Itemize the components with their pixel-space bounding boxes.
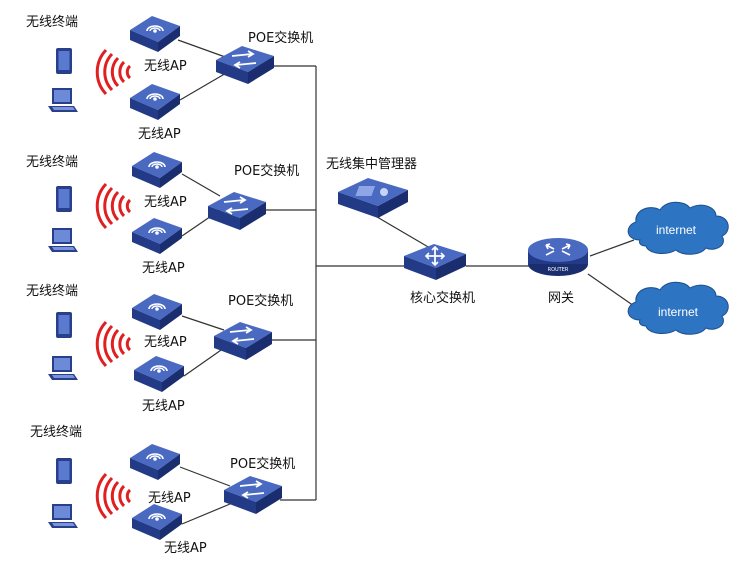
controller-label: 无线集中管理器 bbox=[326, 156, 417, 172]
ap-bottom-icon bbox=[129, 83, 181, 121]
cloud-label: internet bbox=[658, 305, 699, 319]
router-badge: ROUTER bbox=[548, 267, 569, 273]
tablet-icon bbox=[56, 186, 72, 212]
ap-bottom-icon bbox=[133, 355, 185, 393]
laptop-icon bbox=[48, 228, 78, 252]
wireless-controller: 无线集中管理器 bbox=[326, 156, 417, 218]
links bbox=[177, 39, 635, 525]
ap-top-label: 无线AP bbox=[144, 195, 187, 210]
poe-switch-icon bbox=[207, 191, 267, 231]
wireless-group-2: 无线终端 无线AP 无线AP POE交换机 bbox=[26, 151, 299, 276]
cloud-label: internet bbox=[656, 223, 697, 237]
wireless-group-1: 无线终端 无线AP 无线AP POE交换机 bbox=[26, 14, 313, 142]
laptop-icon bbox=[48, 88, 78, 112]
ap-top-label: 无线AP bbox=[144, 59, 187, 74]
wireless-signal-icon bbox=[95, 472, 132, 520]
ap-top-icon bbox=[131, 151, 183, 189]
internet-cloud-1: internet bbox=[627, 201, 729, 255]
cloud-icon bbox=[627, 201, 729, 255]
terminal-label: 无线终端 bbox=[26, 14, 78, 30]
tablet-icon bbox=[56, 48, 72, 74]
poe-switch-label: POE交换机 bbox=[234, 163, 299, 179]
ap-top-icon bbox=[129, 443, 181, 481]
cloud-icon bbox=[627, 281, 729, 335]
wireless-signal-icon bbox=[95, 48, 132, 96]
gateway-label: 网关 bbox=[548, 291, 574, 306]
ap-bottom-icon bbox=[131, 503, 183, 541]
laptop-icon bbox=[48, 504, 78, 528]
tablet-icon bbox=[56, 312, 72, 338]
wireless-group-4: 无线终端 无线AP 无线AP POE交换机 bbox=[30, 424, 295, 556]
terminal-label: 无线终端 bbox=[30, 424, 82, 440]
ap-bottom-label: 无线AP bbox=[138, 127, 181, 142]
wireless-group-3: 无线终端 无线AP 无线AP POE交换机 bbox=[26, 283, 293, 414]
laptop-icon bbox=[48, 356, 78, 380]
ap-bottom-label: 无线AP bbox=[142, 399, 185, 414]
wireless-signal-icon bbox=[95, 182, 132, 230]
ap-top-icon bbox=[129, 15, 181, 53]
gateway-router: ROUTER 网关 bbox=[528, 238, 588, 306]
ap-bottom-label: 无线AP bbox=[164, 541, 207, 556]
ap-bottom-icon bbox=[131, 217, 183, 255]
poe-switch-icon bbox=[223, 475, 283, 515]
core-switch: 核心交换机 bbox=[404, 244, 475, 306]
controller-icon bbox=[338, 178, 408, 218]
poe-switch-label: POE交换机 bbox=[228, 293, 293, 309]
ap-top-label: 无线AP bbox=[148, 491, 191, 506]
poe-switch-icon bbox=[215, 45, 275, 85]
internet-cloud-2: internet bbox=[627, 281, 729, 335]
ap-top-icon bbox=[131, 293, 183, 331]
poe-switch-label: POE交换机 bbox=[230, 456, 295, 472]
poe-switch-icon bbox=[213, 321, 273, 361]
terminal-label: 无线终端 bbox=[26, 283, 78, 299]
router-icon: ROUTER bbox=[528, 238, 588, 276]
wireless-signal-icon bbox=[95, 320, 132, 368]
terminal-label: 无线终端 bbox=[26, 154, 78, 170]
tablet-icon bbox=[56, 458, 72, 484]
poe-switch-label: POE交换机 bbox=[248, 30, 313, 46]
ap-top-label: 无线AP bbox=[144, 335, 187, 350]
core-switch-icon bbox=[404, 244, 466, 280]
core-switch-label: 核心交换机 bbox=[410, 290, 475, 306]
ap-bottom-label: 无线AP bbox=[142, 261, 185, 276]
